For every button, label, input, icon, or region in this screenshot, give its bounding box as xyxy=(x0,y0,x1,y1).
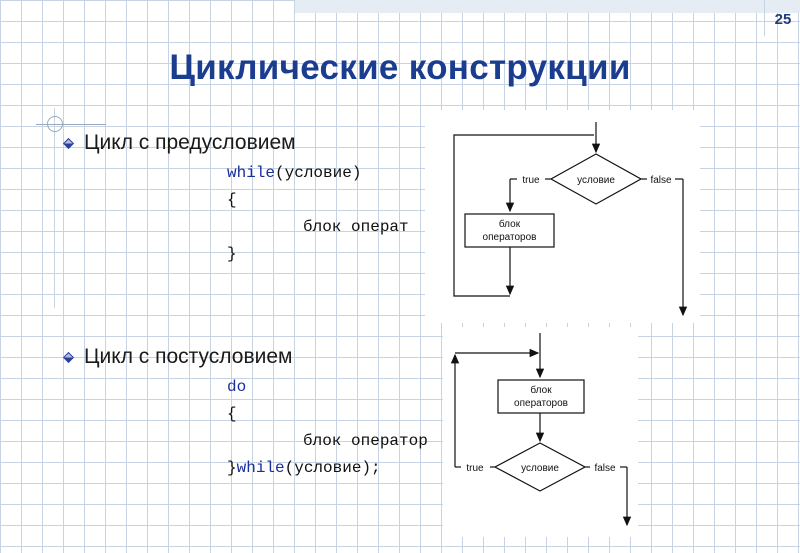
code-postcondition: do{блок оператор}while(условие); xyxy=(227,374,428,482)
flowchart-precondition: условие true блок операторов false xyxy=(425,110,700,323)
decor-horizontal-line xyxy=(36,124,106,125)
diamond-bullet-icon xyxy=(62,351,75,363)
decor-circle xyxy=(47,116,63,132)
code-keyword: while xyxy=(236,459,285,477)
fc1-block-line1: блок xyxy=(499,218,521,230)
code-line: { xyxy=(227,191,237,209)
bullet-postcondition: Цикл с постусловием xyxy=(62,345,292,369)
code-line: { xyxy=(227,405,237,423)
fc1-block-line2: операторов xyxy=(483,232,537,243)
bullet-postcondition-text: Цикл с постусловием xyxy=(84,345,293,368)
fc2-condition: условие xyxy=(521,463,559,474)
bullet-precondition: Цикл с предусловием xyxy=(62,131,296,155)
fc2-block-line2: операторов xyxy=(514,398,568,409)
bullet-precondition-text: Цикл с предусловием xyxy=(84,131,296,154)
slide-title: Циклические конструкции xyxy=(169,48,631,87)
fc1-true-label: true xyxy=(522,175,540,186)
slide-number-divider xyxy=(764,0,765,36)
code-text: (условие); xyxy=(284,459,381,477)
diamond-bullet-icon xyxy=(62,137,75,149)
code-keyword: do xyxy=(227,378,247,396)
top-band xyxy=(295,0,800,13)
fc1-false-label: false xyxy=(650,175,672,186)
fc2-false-label: false xyxy=(594,463,616,474)
code-keyword: while xyxy=(227,164,276,182)
code-line: блок операт xyxy=(303,218,409,236)
code-line: } xyxy=(227,245,237,263)
flowchart-postcondition: блок операторов условие true false xyxy=(443,327,638,537)
fc2-true-label: true xyxy=(466,463,484,474)
code-line: блок оператор xyxy=(303,432,428,450)
decor-vertical-line xyxy=(54,108,55,308)
code-precondition: while(условие) { блок операт} xyxy=(227,160,409,268)
code-text: } xyxy=(227,459,237,477)
fc1-condition: условие xyxy=(577,175,615,186)
code-text: (условие) xyxy=(275,164,362,182)
fc2-block-line1: блок xyxy=(530,384,552,396)
slide-number: 25 xyxy=(774,10,792,28)
code-line: while(условие) xyxy=(227,160,409,187)
code-line: }while(условие); xyxy=(227,455,428,482)
